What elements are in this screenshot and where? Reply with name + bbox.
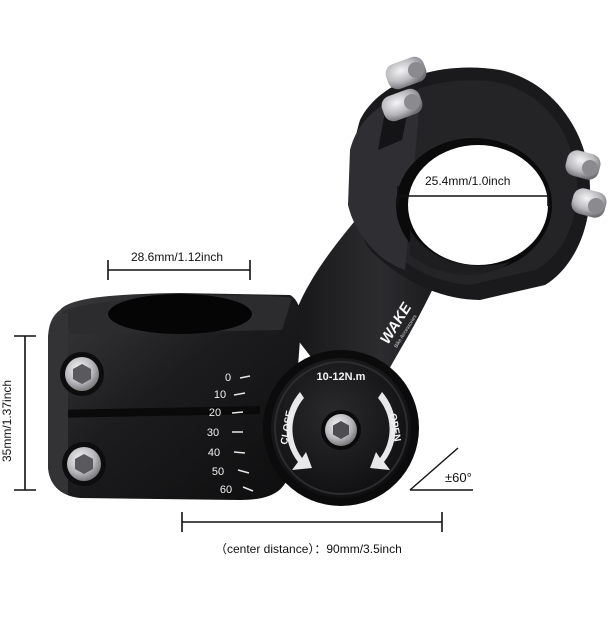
stack-height-dimension-line xyxy=(14,335,36,491)
steerer-bolt-icon xyxy=(62,442,106,486)
steerer-clamp-dimension: 28.6mm/1.12inch xyxy=(131,250,224,264)
angle-tick-label: 30 xyxy=(207,427,219,439)
handlebar-dimension-line xyxy=(397,186,549,206)
steerer-bore xyxy=(108,294,252,334)
angle-tick-label: 40 xyxy=(208,447,220,459)
center-distance-dimension: （center distance）：90mm/3.5inch xyxy=(215,542,402,556)
hinge-hub: 10-12N.m CLOSE OPEN xyxy=(263,350,419,506)
steerer-dimension-line xyxy=(107,260,251,280)
handlebar-clamp xyxy=(348,67,590,300)
center-distance-dimension-line xyxy=(181,512,443,532)
clamp-bolt-icon xyxy=(381,88,423,122)
angle-indicator xyxy=(409,447,473,491)
clamp-bolt-icon xyxy=(385,56,427,90)
clamp-bolt-icon xyxy=(571,188,607,218)
open-arrow-icon xyxy=(370,392,396,470)
angle-scale: 0 10 20 30 40 50 60 xyxy=(207,372,254,496)
angle-tick-label: 20 xyxy=(209,407,221,419)
open-label: OPEN xyxy=(387,413,403,443)
angle-tick-label: 50 xyxy=(212,466,224,478)
torque-label: 10-12N.m xyxy=(317,371,366,383)
clamp-bolt-icon xyxy=(565,150,601,180)
angle-tick-label: 0 xyxy=(225,372,231,384)
angle-dimension: ±60° xyxy=(445,470,472,485)
stack-height-dimension: 35mm/1.37inch xyxy=(0,379,14,462)
handlebar-clamp-dimension: 25.4mm/1.0inch xyxy=(425,174,511,188)
steerer-bolt-icon xyxy=(60,352,104,396)
close-arrow-icon xyxy=(286,392,312,470)
hinge-bolt-icon xyxy=(321,410,361,450)
angle-tick-label: 60 xyxy=(220,484,232,496)
steerer-clamp-body xyxy=(48,293,302,500)
angle-tick-label: 10 xyxy=(214,389,226,401)
